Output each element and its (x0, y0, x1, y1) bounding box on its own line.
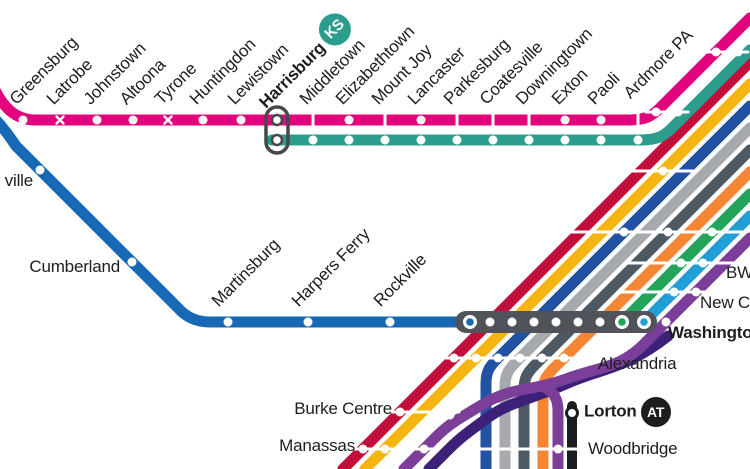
station-label-text-lorton: Lorton (584, 401, 637, 421)
station-label-manassas: Manassas (279, 436, 355, 456)
at-badge: AT (640, 397, 671, 427)
station-label-text-paoli: Paoli (583, 68, 624, 109)
station-label-martinsburg: Martinsburg (208, 235, 284, 311)
station-label-text-ardmore-pa: Ardmore PA (619, 25, 697, 103)
station-label-text-alexandria: Alexandria (598, 354, 677, 373)
light-gray-line (499, 122, 750, 469)
station-label-rockville: Rockville (370, 250, 431, 311)
harrisburg-interchange (264, 105, 290, 155)
station-label-harpers-ferry: Harpers Ferry (288, 225, 374, 311)
station-label-cumberland: Cumberland (29, 257, 120, 277)
station-label-text-ville: ville (4, 171, 33, 190)
station-label-text-cumberland: Cumberland (29, 257, 120, 276)
station-label-text-martinsburg: Martinsburg (207, 234, 284, 311)
station-label-text-woodbridge: Woodbridge (588, 439, 678, 458)
rail-lines (0, 12, 750, 469)
lorton-terminus-ring (565, 406, 579, 420)
station-dots (18, 47, 743, 454)
yellow-line (359, 78, 750, 469)
station-label-text-washington: Washington (668, 323, 750, 342)
purple-line-branch (538, 381, 564, 469)
station-label-text-burke-centre: Burke Centre (294, 399, 392, 418)
station-label-burke-centre: Burke Centre (294, 399, 392, 419)
station-label-text-manassas: Manassas (279, 436, 355, 455)
station-label-text-harpers-ferry: Harpers Ferry (287, 224, 374, 311)
crimson-line (337, 56, 750, 469)
blue-line (0, 116, 478, 328)
washington-interchange (455, 311, 657, 333)
pink-line-ticks (311, 112, 640, 128)
station-label-ardmore-pa: Ardmore PA (620, 26, 697, 103)
station-label-woodbridge: Woodbridge (588, 439, 678, 459)
station-label-text-rockville: Rockville (369, 250, 431, 311)
station-label-washington: Washington (668, 323, 750, 343)
station-label-text-new-c: New C (700, 293, 750, 312)
green-line (620, 188, 750, 324)
flag-stop-x-markers (55, 115, 173, 125)
station-label-text-bw: BW (726, 263, 750, 282)
purple-line (398, 232, 750, 469)
station-label-new-c: New C (700, 293, 750, 313)
station-label-paoli: Paoli (584, 69, 624, 109)
station-label-bw: BW (726, 263, 750, 283)
station-label-alexandria: Alexandria (598, 354, 677, 374)
station-label-ville: ville (5, 171, 33, 191)
